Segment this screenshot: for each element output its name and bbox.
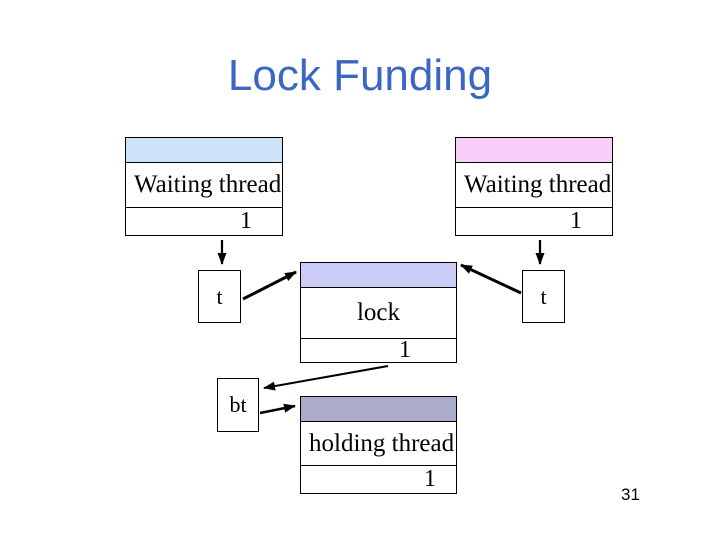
bt-box: bt	[217, 378, 259, 432]
holding-label: holding thread	[301, 421, 456, 465]
lock-label: lock	[301, 287, 456, 338]
waiting-thread-left-box: Waiting thread 1	[125, 137, 283, 236]
holding-thread-box: holding thread 1	[300, 396, 457, 494]
t-left-box: t	[198, 270, 241, 323]
t-left-label: t	[216, 283, 223, 309]
waiting-thread-right-box: Waiting thread 1	[455, 137, 613, 236]
arrow-bt-to-holding	[259, 403, 296, 415]
arrow-t-right-to-lock	[460, 263, 522, 295]
lock-header-cell	[301, 263, 456, 287]
arrow-lock-to-bt	[263, 365, 389, 391]
waiting-right-header-cell	[456, 138, 612, 162]
page-number: 31	[621, 485, 640, 504]
waiting-right-value: 1	[456, 207, 612, 235]
lock-box: lock 1	[300, 262, 457, 363]
lock-value: 1	[301, 337, 456, 363]
holding-header-cell	[301, 397, 456, 421]
t-right-box: t	[522, 270, 565, 323]
waiting-left-label: Waiting thread	[126, 162, 282, 207]
bt-label: bt	[229, 392, 247, 417]
t-right-label: t	[540, 283, 547, 309]
waiting-left-header-cell	[126, 138, 282, 162]
slide-title: Lock Funding	[227, 51, 493, 100]
waiting-left-value: 1	[126, 207, 282, 235]
waiting-right-label: Waiting thread	[456, 162, 612, 207]
arrow-t-left-to-lock	[242, 270, 297, 301]
holding-value: 1	[301, 465, 456, 493]
